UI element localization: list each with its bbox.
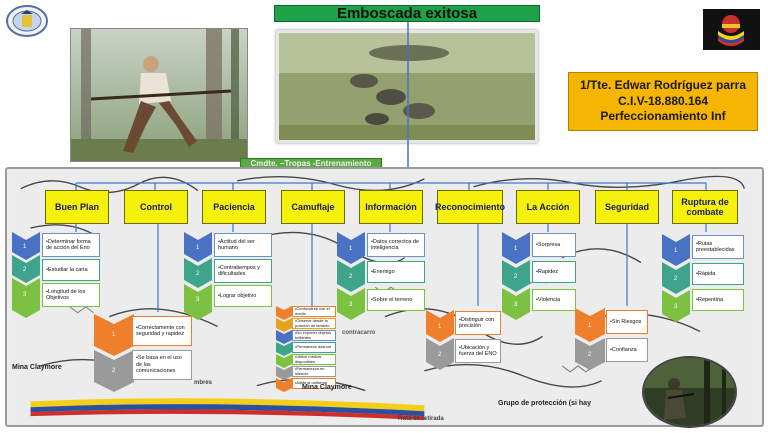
chevron-number: 1 <box>196 245 200 251</box>
category-control: Control <box>124 190 188 224</box>
category-reconocimiento: Reconocimiento <box>435 190 505 224</box>
control-item-2: •Se basa en el uso de las comunicaciones <box>132 350 192 380</box>
chevron-number: 2 <box>196 271 200 277</box>
paciencia-item-3: •Lograr objetivo <box>214 285 272 307</box>
chevron-number: 3 <box>349 302 353 308</box>
buen-plan-item-2: •Estudiar la carta <box>42 259 100 281</box>
jungle-patrol-photo <box>642 356 737 428</box>
category-la-accion: La Acción <box>516 190 580 224</box>
chevron-number: 2 <box>112 368 116 374</box>
chevron-number: 1 <box>514 246 518 252</box>
category-camuflaje: Camuflaje <box>281 190 345 224</box>
chevron-number: 3 <box>514 302 518 308</box>
chevron-group-la-accion <box>502 232 530 320</box>
la-accion-item-2: •Rapidez <box>532 261 576 283</box>
author-info-box: 1/Tte. Edwar Rodríguez parra C.I.V-18.88… <box>568 72 758 131</box>
chevron-number: 2 <box>674 276 678 282</box>
reconocimiento-item-2: •Ubicación y fuerza del ENO <box>455 339 501 363</box>
map-label-mina-left: Mina Claymore <box>12 364 62 371</box>
chevron-number: 1 <box>112 332 116 338</box>
chevron-number: 1 <box>674 248 678 254</box>
map-label-hombres: mbres <box>194 380 213 386</box>
chevron-group-buen-plan <box>12 232 40 318</box>
map-label-ruta-retirada: Ruta de retirada <box>398 416 444 422</box>
ruptura-item-2: •Rápida <box>692 263 744 285</box>
chevron-number: 2 <box>349 274 353 280</box>
chevron-number: 1 <box>438 324 442 330</box>
camuflaje-item-2: •Observe desde la posición de tendido <box>292 318 336 329</box>
buen-plan-item-3: •Longitud de los Objetivos <box>42 283 100 307</box>
camuflaje-item-7: •Aliste el uniforme <box>292 378 336 389</box>
camuflaje-item-3: •No exponer objetos brillantes <box>292 330 336 341</box>
chevron-number: 3 <box>196 297 200 303</box>
chevron-number: 1 <box>588 323 592 329</box>
map-label-mina-center: Mina Claymore <box>302 384 352 391</box>
chevron-number: 1 <box>23 244 27 250</box>
ruptura-item-1: •Rutas preestablecidas <box>692 235 744 259</box>
chevron-group-seguridad <box>575 308 605 370</box>
chevron-number: 2 <box>438 352 442 358</box>
map-label-grupo-proteccion: Grupo de protección (si hay <box>498 400 591 407</box>
chevron-number: 1 <box>349 246 353 252</box>
category-ruptura-de-combate: Ruptura de combate <box>672 190 738 224</box>
military-academy-logo <box>703 9 760 50</box>
chevron-number: 3 <box>23 292 27 298</box>
author-course: Perfeccionamiento Inf <box>600 109 726 123</box>
camuflaje-item-6: •Permanezca en silencio <box>292 366 336 377</box>
informacion-item-1: •Datos correctos de inteligencia <box>367 233 425 257</box>
chevron-group-camuflaje <box>276 306 292 392</box>
map-label-contracarro: contracarro <box>342 330 376 336</box>
category-paciencia: Paciencia <box>202 190 266 224</box>
chevron-group-reconocimiento <box>426 310 454 370</box>
chevron-number: 2 <box>23 267 27 273</box>
category-seguridad: Seguridad <box>595 190 659 224</box>
informacion-item-3: •Sobre el terreno <box>367 289 425 311</box>
running-soldier-photo <box>70 28 248 162</box>
category-informacion: Información <box>359 190 423 224</box>
control-item-1: •Correctamente con seguridad y rapidez <box>132 316 192 346</box>
chevron-number: 2 <box>588 352 592 358</box>
camouflaged-troops-photo <box>276 30 538 143</box>
la-accion-item-1: •Sorpresa <box>532 233 576 257</box>
reconocimiento-item-1: •Distinguir con precisión <box>455 311 501 335</box>
paciencia-item-2: •Contratiempos y dificultades <box>214 259 272 283</box>
la-accion-item-3: •Violencia <box>532 289 576 311</box>
camuflaje-item-1: •Confundirse con el medio <box>292 306 336 317</box>
page-title: Emboscada exitosa <box>274 5 540 22</box>
informacion-item-2: •Enemigo <box>367 261 425 283</box>
chevron-group-informacion <box>337 232 365 320</box>
chevron-group-paciencia <box>184 232 212 320</box>
category-buen-plan: Buen Plan <box>45 190 109 224</box>
author-name: 1/Tte. Edwar Rodríguez parra <box>579 78 747 92</box>
camuflaje-item-5: •Utilice medios disponibles <box>292 354 336 365</box>
chevron-group-control <box>94 314 134 392</box>
unit-emblem-logo <box>5 4 49 38</box>
buen-plan-item-1: •Determinar forma de acción del Eno <box>42 233 100 257</box>
chevron-number: 2 <box>514 274 518 280</box>
seguridad-item-2: •Confianza <box>606 338 648 362</box>
camuflaje-item-4: •Permanece desnud <box>292 342 336 353</box>
chevron-group-ruptura <box>662 234 690 322</box>
ruptura-item-3: •Repentina <box>692 289 744 311</box>
seguridad-item-1: •Sin Riesgos <box>606 310 648 334</box>
paciencia-item-1: •Actitud del ser humano <box>214 233 272 257</box>
author-id: C.I.V-18.880.164 <box>617 93 709 108</box>
chevron-number: 3 <box>674 304 678 310</box>
